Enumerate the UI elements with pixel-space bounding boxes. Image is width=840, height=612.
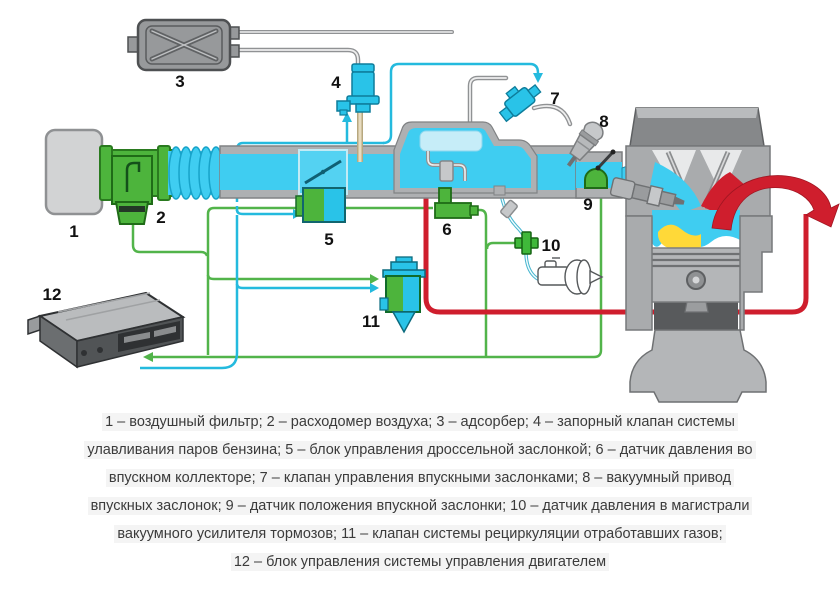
exhaust-port (701, 172, 746, 216)
label-3: 3 (175, 72, 184, 91)
vacuum-hoses (236, 30, 573, 283)
flame (657, 224, 701, 251)
flap-position-sensor (584, 168, 608, 189)
component-number-labels: 1 2 3 4 5 6 7 8 9 10 11 12 (43, 72, 609, 331)
vacuum-actuator (566, 121, 604, 167)
label-9: 9 (583, 195, 592, 214)
figure-caption: 1 – воздушный фильтр; 2 – расходомер воз… (40, 405, 800, 571)
label-1: 1 (69, 222, 78, 241)
label-6: 6 (442, 220, 451, 239)
cyan-arrow-to-egr (370, 283, 379, 293)
system-schematic: 1 2 3 4 5 6 7 8 9 10 11 12 (27, 18, 840, 403)
plenum-resonator-chamber (419, 130, 483, 152)
intake-plenum (393, 121, 538, 196)
purge-valve (336, 63, 380, 116)
cyan-arrow-to-flap-valve (533, 73, 543, 83)
intake-port (650, 162, 701, 213)
caption-line-2: улавливания паров бензина; 5 – блок упра… (40, 441, 800, 459)
manifold-pressure-sensor (434, 187, 479, 219)
maf-plug (114, 201, 150, 225)
green-arrow-to-egr (370, 274, 379, 284)
rubber-bellows (168, 146, 226, 200)
label-4: 4 (331, 73, 341, 92)
label-12: 12 (43, 285, 62, 304)
throttle-control-unit (295, 187, 346, 223)
caption-line-3: впускном коллекторе; 7 – клапан управлен… (40, 469, 800, 487)
diagram-canvas: 1 2 3 4 5 6 7 8 9 10 11 12 (27, 18, 840, 403)
label-8: 8 (599, 112, 608, 131)
caption-line-4: впускных заслонок; 9 – датчик положения … (40, 497, 800, 515)
adsorber-canister (127, 18, 240, 72)
flap-control-valve (498, 84, 542, 123)
label-10: 10 (542, 236, 561, 255)
ecu-unit (27, 291, 186, 369)
exhaust-flow-arrow (711, 175, 840, 231)
engine-cylinder (625, 107, 773, 403)
brake-booster-drawing (537, 257, 604, 295)
plenum-inner-resonator (439, 160, 454, 182)
hose-fitting (500, 199, 518, 219)
label-5: 5 (324, 230, 333, 249)
intake-duct-and-maf (99, 145, 173, 225)
cyan-arrow-to-purge-valve (342, 112, 352, 122)
caption-line-6: 12 – блок управления системы управления … (40, 553, 800, 571)
label-11: 11 (362, 312, 380, 331)
label-7: 7 (550, 89, 559, 108)
sensor-signal-wires (131, 196, 603, 359)
egr-pipe (423, 190, 809, 315)
label-2: 2 (156, 208, 165, 227)
caption-line-1: 1 – воздушный фильтр; 2 – расходомер воз… (40, 413, 800, 431)
green-arrow-to-ecu (143, 352, 153, 362)
booster-line-pressure-sensor (514, 231, 539, 255)
caption-line-5: вакуумного усилителя тормозов; 11 – клап… (40, 525, 800, 543)
egr-valve (379, 256, 426, 334)
engine-pedestal (629, 329, 767, 403)
fuel-injector (609, 177, 685, 208)
air-filter (44, 128, 104, 216)
flap-housing-and-position-sensor (575, 149, 623, 199)
